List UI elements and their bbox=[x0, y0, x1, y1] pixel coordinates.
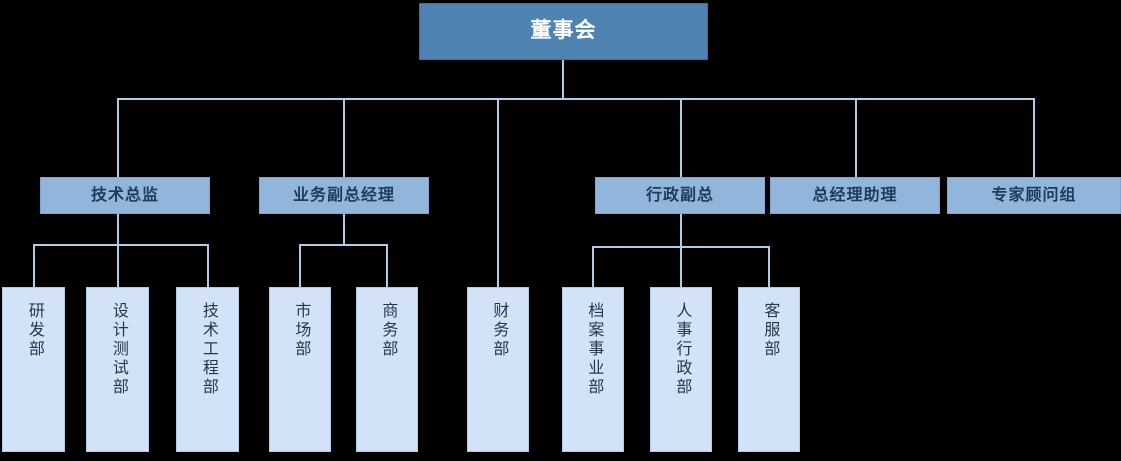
node-label: 专家顾问组 bbox=[991, 186, 1077, 204]
node-label: 董事会 bbox=[530, 19, 597, 43]
connector-drop-admin-vp bbox=[680, 98, 682, 177]
connector-drop-tech-eng-dept bbox=[207, 244, 209, 287]
connector-drop-design-test-dept bbox=[117, 244, 119, 287]
node-commerce-dept[interactable]: 商务部 bbox=[356, 287, 418, 452]
connector-stem-business-vp bbox=[343, 213, 345, 245]
connector-drop-expert-advisory bbox=[1033, 98, 1035, 177]
connector-main-bus bbox=[117, 98, 1033, 100]
connector-stem-tech-director bbox=[117, 213, 119, 245]
connector-drop-hr-admin-dept bbox=[680, 246, 682, 287]
node-label: 总经理助理 bbox=[812, 186, 898, 204]
connector-drop-customer-svc-dept bbox=[768, 246, 770, 287]
node-label: 行政副总 bbox=[645, 186, 714, 204]
node-label: 技术总监 bbox=[90, 186, 159, 204]
connector-drop-rd-dept bbox=[33, 244, 35, 287]
node-marketing-dept[interactable]: 市场部 bbox=[269, 287, 331, 452]
node-label: 档案事业部 bbox=[585, 302, 603, 397]
node-admin-vp[interactable]: 行政副总 bbox=[595, 177, 765, 214]
node-expert-advisory[interactable]: 专家顾问组 bbox=[947, 177, 1121, 214]
node-label: 市场部 bbox=[292, 302, 310, 359]
node-customer-svc-dept[interactable]: 客服部 bbox=[738, 287, 800, 452]
node-label: 技术工程部 bbox=[199, 302, 217, 397]
connector-drop-marketing-dept bbox=[299, 244, 301, 287]
connector-drop-commerce-dept bbox=[386, 244, 388, 287]
node-gm-assistant[interactable]: 总经理助理 bbox=[770, 177, 940, 214]
node-finance-dept[interactable]: 财务部 bbox=[467, 287, 529, 452]
node-label: 财务部 bbox=[490, 302, 508, 359]
node-tech-director[interactable]: 技术总监 bbox=[40, 177, 210, 214]
node-label: 商务部 bbox=[379, 302, 397, 359]
node-label: 研发部 bbox=[25, 302, 43, 359]
node-label: 客服部 bbox=[761, 302, 779, 359]
node-label: 业务副总经理 bbox=[292, 186, 395, 204]
connector-drop-finance-dept bbox=[497, 98, 499, 287]
connector-drop-gm-assistant bbox=[855, 98, 857, 177]
connector-drop-business-vp bbox=[343, 98, 345, 177]
connector-root-stem bbox=[562, 60, 564, 99]
connector-bus-business-vp bbox=[299, 244, 388, 246]
node-rd-dept[interactable]: 研发部 bbox=[2, 287, 65, 452]
node-business-vp[interactable]: 业务副总经理 bbox=[259, 177, 429, 214]
node-tech-eng-dept[interactable]: 技术工程部 bbox=[176, 287, 239, 452]
node-archive-dept[interactable]: 档案事业部 bbox=[562, 287, 624, 452]
connector-stem-admin-vp bbox=[680, 213, 682, 247]
node-design-test-dept[interactable]: 设计测试部 bbox=[86, 287, 149, 452]
node-label: 设计测试部 bbox=[109, 302, 127, 397]
node-label: 人事行政部 bbox=[673, 302, 691, 397]
node-hr-admin-dept[interactable]: 人事行政部 bbox=[650, 287, 712, 452]
node-board-of-directors[interactable]: 董事会 bbox=[419, 3, 708, 60]
connector-bus-tech-director bbox=[33, 244, 209, 246]
connector-drop-archive-dept bbox=[592, 246, 594, 287]
connector-drop-tech-director bbox=[117, 98, 119, 177]
